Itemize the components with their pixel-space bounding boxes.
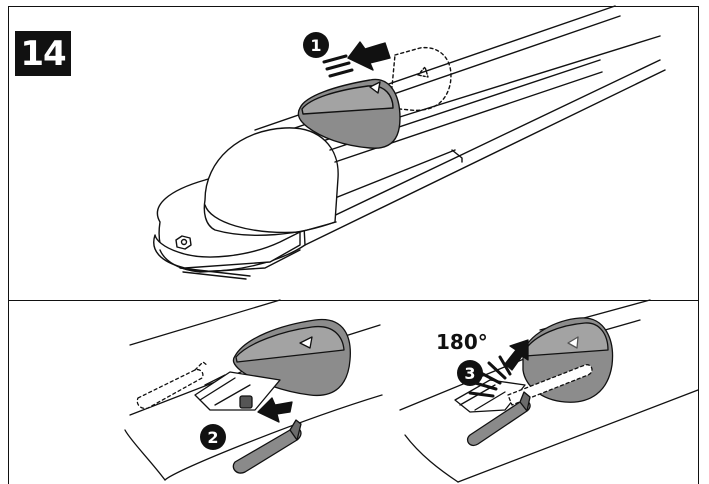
motion-lines bbox=[322, 54, 354, 78]
rotation-rays bbox=[468, 355, 512, 398]
cover-triangle-icon-lower-left bbox=[299, 336, 313, 349]
step-2-marker: 2 bbox=[200, 424, 226, 450]
cover-dashed-triangle bbox=[417, 66, 429, 78]
housing-base-plate bbox=[153, 231, 301, 269]
hex-screw-icon bbox=[175, 235, 192, 250]
lever-dashed-outline bbox=[136, 368, 204, 410]
rotation-arrow bbox=[504, 339, 529, 371]
cover-dashed-outline bbox=[389, 46, 452, 112]
rotation-angle-label: 180° bbox=[436, 330, 488, 354]
key-slot bbox=[239, 395, 253, 409]
insert-arrow bbox=[257, 397, 293, 423]
arm-bottom-edge bbox=[304, 69, 666, 246]
push-arrow bbox=[347, 41, 391, 71]
step-1-marker: 1 bbox=[303, 32, 329, 58]
housing-vent bbox=[179, 267, 251, 280]
cover-triangle-icon-lower-right bbox=[567, 336, 579, 349]
dome bbox=[203, 127, 339, 236]
lever-dashed-final bbox=[507, 364, 593, 406]
panel-divider bbox=[8, 300, 699, 301]
dome-base bbox=[204, 204, 337, 234]
figure-number-badge: 14 bbox=[15, 31, 71, 76]
arm-side bbox=[451, 149, 463, 163]
cover-triangle-icon bbox=[369, 81, 381, 94]
arm-bottom-edge-2 bbox=[299, 59, 661, 233]
step-3-marker: 3 bbox=[457, 360, 483, 386]
cover-top bbox=[301, 85, 394, 115]
